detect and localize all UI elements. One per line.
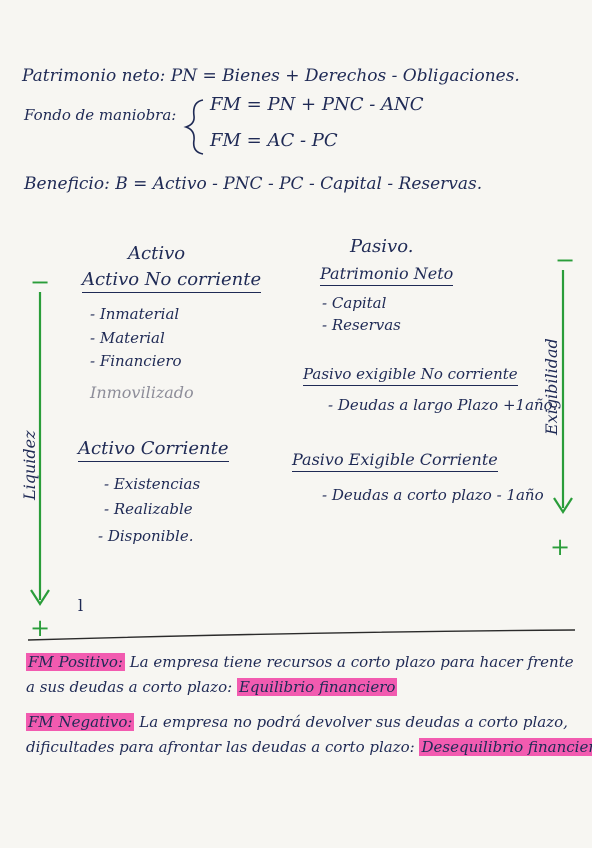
activo-c-item-3: - Disponible. (98, 527, 194, 545)
pnc-item-1: - Deudas a largo Plazo +1año. (328, 396, 558, 414)
liquidity-arrow-head-icon (30, 589, 50, 607)
activo-corriente-title: Activo Corriente (78, 440, 229, 462)
formula-fondo-maniobra-label: Fondo de maniobra: (24, 106, 177, 124)
exigibility-plus-sign: + (550, 533, 571, 561)
fm-positivo-line-2: a sus deudas a corto plazo: Equilibrio f… (26, 678, 398, 696)
fm-positivo-text-2: a sus deudas a corto plazo: (26, 678, 233, 696)
fm-negativo-line-1: FM Negativo: La empresa no podrá devolve… (26, 713, 568, 731)
formula-patrimonio-neto: Patrimonio neto: PN = Bienes + Derechos … (22, 66, 520, 86)
activo-c-item-2: - Realizable (104, 500, 193, 518)
liquidity-minus-sign: − (30, 268, 51, 296)
patrimonio-neto-title: Patrimonio Neto (320, 266, 454, 286)
liquidity-plus-sign: + (30, 614, 51, 642)
formula-fm-1: FM = PN + PNC - ANC (210, 94, 424, 115)
exigibilidad-axis-label: Exigibilidad (542, 338, 561, 435)
fm-positivo-label: FM Positivo: (26, 653, 125, 671)
activo-nc-item-2: - Material (90, 329, 165, 347)
formula-beneficio: Beneficio: B = Activo - PNC - PC - Capit… (24, 174, 483, 194)
fm-positivo-line-1: FM Positivo: La empresa tiene recursos a… (26, 653, 574, 671)
exigibility-arrow-head-icon (553, 497, 573, 515)
pn-item-2: - Reservas (322, 316, 401, 334)
brace-icon (183, 99, 204, 155)
formula-fm-2: FM = AC - PC (210, 130, 338, 151)
activo-heading: Activo (128, 243, 186, 264)
activo-inmovilizado-note: Inmovilizado (90, 383, 194, 402)
activo-nc-item-1: - Inmaterial (90, 305, 180, 323)
fm-negativo-text: La empresa no podrá devolver sus deudas … (139, 713, 568, 731)
fm-negativo-text-2: dificultades para afrontar las deudas a … (26, 738, 415, 756)
fm-negativo-label: FM Negativo: (26, 713, 135, 731)
section-divider (27, 629, 576, 641)
pasivo-heading: Pasivo. (350, 236, 414, 257)
activo-c-item-1: - Existencias (104, 475, 201, 493)
exigibility-minus-sign: − (555, 246, 576, 274)
fm-negativo-line-2: dificultades para afrontar las deudas a … (26, 738, 592, 756)
activo-nc-item-3: - Financiero (90, 352, 182, 370)
pc-item-1: - Deudas a corto plazo - 1año (322, 486, 544, 504)
pn-item-1: - Capital (322, 294, 387, 312)
pasivo-corriente-title: Pasivo Exigible Corriente (292, 452, 498, 472)
stray-tick-mark: l (78, 596, 84, 615)
pasivo-no-corriente-title: Pasivo exigible No corriente (303, 367, 518, 386)
fm-positivo-text: La empresa tiene recursos a corto plazo … (129, 653, 574, 671)
fm-positivo-result: Equilibrio financiero (236, 678, 398, 696)
fm-negativo-result: Desequilibrio financiero (419, 738, 592, 756)
activo-no-corriente-title: Activo No corriente (82, 271, 262, 293)
liquidez-axis-label: Liquidez (20, 430, 39, 500)
